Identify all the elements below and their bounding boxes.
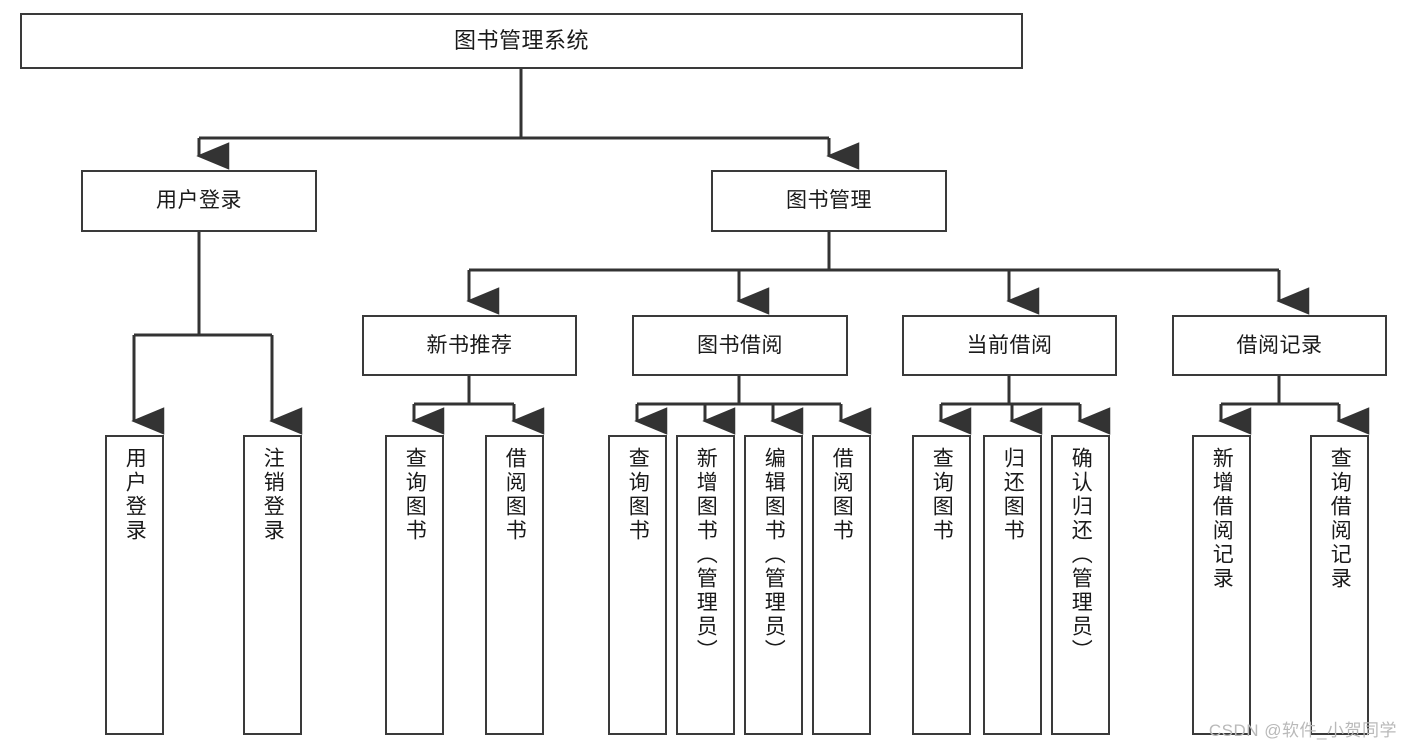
leaf-query-book-2[interactable]: 查询图书 <box>608 435 667 735</box>
node-label: 确认归还（管理员） <box>1069 447 1093 663</box>
node-label: 图书管理 <box>786 189 872 213</box>
node-label: 用户登录 <box>123 447 147 543</box>
node-label: 查询图书 <box>930 447 954 543</box>
leaf-query-book-3[interactable]: 查询图书 <box>912 435 971 735</box>
leaf-borrow-book-1[interactable]: 借阅图书 <box>485 435 544 735</box>
watermark-text: CSDN @软件_小贺同学 <box>1208 721 1397 740</box>
node-borrow-records[interactable]: 借阅记录 <box>1172 315 1387 376</box>
leaf-logout[interactable]: 注销登录 <box>243 435 302 735</box>
leaf-borrow-book-2[interactable]: 借阅图书 <box>812 435 871 735</box>
node-label: 注销登录 <box>261 447 285 543</box>
leaf-add-book[interactable]: 新增图书（管理员） <box>676 435 735 735</box>
leaf-add-borrow-record[interactable]: 新增借阅记录 <box>1192 435 1251 735</box>
node-label: 借阅记录 <box>1236 333 1323 357</box>
node-label: 用户登录 <box>156 189 242 213</box>
node-label: 编辑图书（管理员） <box>762 447 786 663</box>
node-current-borrowing[interactable]: 当前借阅 <box>902 315 1117 376</box>
node-label: 借阅图书 <box>830 447 854 543</box>
node-label: 图书管理系统 <box>453 27 589 53</box>
node-user-login[interactable]: 用户登录 <box>81 170 317 232</box>
leaf-edit-book[interactable]: 编辑图书（管理员） <box>744 435 803 735</box>
node-label: 查询图书 <box>626 447 650 543</box>
node-label: 查询图书 <box>403 447 427 543</box>
node-label: 查询借阅记录 <box>1328 447 1352 591</box>
node-label: 新增图书（管理员） <box>694 447 718 663</box>
node-book-management[interactable]: 图书管理 <box>711 170 947 232</box>
node-label: 当前借阅 <box>966 333 1053 357</box>
node-label: 图书借阅 <box>697 333 783 357</box>
node-new-book-recommendation[interactable]: 新书推荐 <box>362 315 577 376</box>
node-label: 归还图书 <box>1001 447 1025 543</box>
node-label: 新增借阅记录 <box>1210 447 1234 591</box>
node-label: 借阅图书 <box>503 447 527 543</box>
leaf-user-login[interactable]: 用户登录 <box>105 435 164 735</box>
leaf-query-borrow-record[interactable]: 查询借阅记录 <box>1310 435 1369 735</box>
leaf-query-book-1[interactable]: 查询图书 <box>385 435 444 735</box>
leaf-confirm-return[interactable]: 确认归还（管理员） <box>1051 435 1110 735</box>
node-root-system[interactable]: 图书管理系统 <box>20 13 1023 69</box>
node-label: 新书推荐 <box>426 333 513 357</box>
leaf-return-book[interactable]: 归还图书 <box>983 435 1042 735</box>
node-book-borrowing[interactable]: 图书借阅 <box>632 315 848 376</box>
